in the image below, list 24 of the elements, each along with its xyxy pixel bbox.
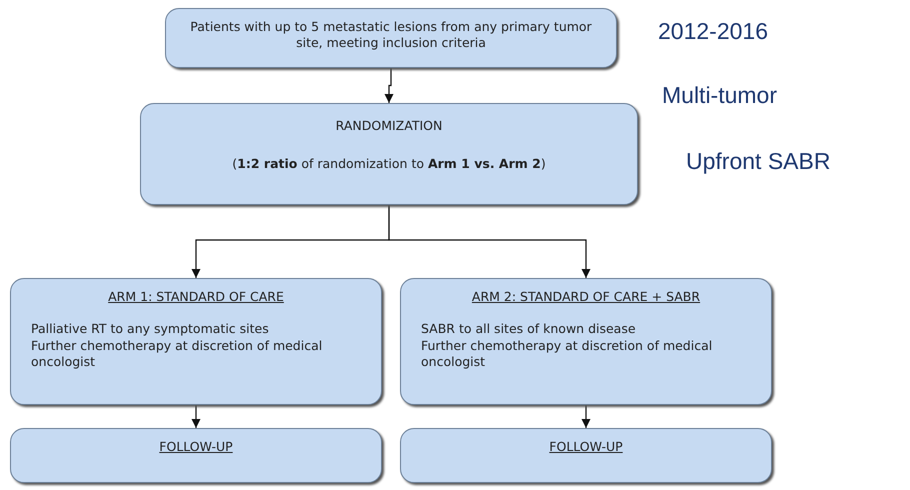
box-text: Palliative RT to any symptomatic sites [30, 321, 270, 338]
box-text: Further chemotherapy at discretion of medical oncologist [420, 338, 714, 370]
arrow [582, 405, 590, 428]
box-heading: ARM 1: STANDARD OF CARE [107, 289, 285, 306]
box-text: (1:2 ratio of randomization to Arm 1 vs. Arm 2) [231, 156, 547, 172]
arrow [384, 68, 394, 103]
box-heading: ARM 2: STANDARD OF CARE + SABR [470, 289, 702, 306]
box-text: Further chemotherapy at discretion of medical oncologist [30, 338, 324, 370]
process-box [165, 8, 617, 68]
box-text: SABR to all sites of known disease [420, 321, 637, 338]
process-box [10, 278, 382, 405]
process-box [400, 428, 772, 483]
process-box [10, 428, 382, 483]
box-heading: FOLLOW-UP [158, 439, 234, 456]
box-heading: FOLLOW-UP [548, 439, 624, 456]
box-text: Patients with up to 5 metastatic lesions from any primary tumor site, meeting inclusion criteria [189, 19, 593, 52]
process-box [140, 103, 638, 205]
process-box [400, 278, 772, 405]
side-note: Multi-tumor [662, 82, 778, 109]
arrow [192, 405, 200, 428]
side-note: Upfront SABR [686, 148, 830, 175]
side-note: 2012-2016 [658, 18, 768, 45]
box-heading: RANDOMIZATION [334, 118, 444, 134]
arrow [388, 205, 590, 278]
